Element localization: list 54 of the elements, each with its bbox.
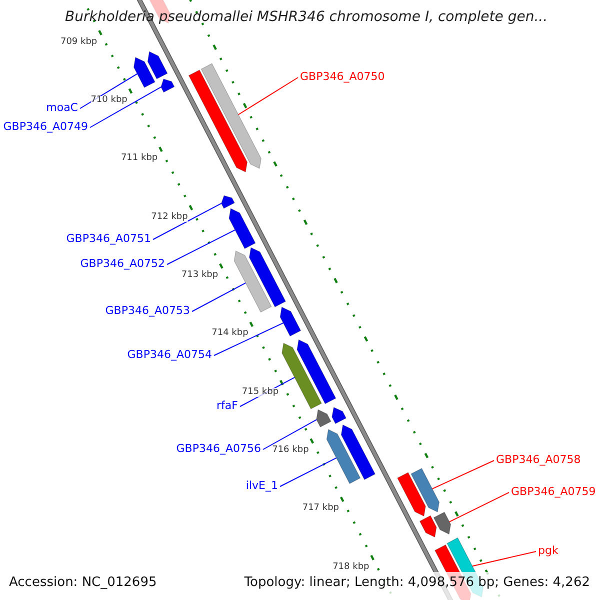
gene-label: GBP346_A0751 — [66, 233, 151, 244]
gene-block — [188, 70, 248, 172]
tick-label: 710 kbp — [90, 96, 128, 106]
gene-label: GBP346_A0753 — [105, 305, 190, 316]
gene-block — [316, 409, 332, 428]
leader-line — [90, 86, 162, 128]
tick-label: 714 kbp — [212, 329, 248, 338]
gene-label: GBP346_A0754 — [127, 349, 212, 360]
gene-block — [326, 429, 361, 484]
tick-label: 718 kbp — [332, 562, 370, 572]
gene-label: GBP346_A0752 — [80, 258, 165, 269]
leader-line — [166, 229, 236, 265]
gene-block — [397, 472, 426, 517]
leader-line — [448, 492, 510, 522]
gene-block — [248, 247, 286, 308]
gene-label: ilvE_1 — [246, 480, 278, 491]
gene-label: GBP346_A0749 — [3, 121, 88, 132]
gene-block — [200, 63, 262, 169]
gene-label: GBP346_A0756 — [176, 443, 261, 454]
gene-block — [280, 306, 302, 336]
tick-label: 713 kbp — [181, 271, 218, 280]
gene-block — [133, 56, 156, 88]
leader-line — [280, 457, 337, 487]
leader-line — [262, 419, 317, 450]
gene-label: GBP346_A0750 — [300, 71, 385, 82]
leader-line — [192, 282, 246, 312]
gene-block — [147, 51, 168, 80]
gene-block — [220, 195, 235, 209]
tick-label: 709 kbp — [60, 38, 98, 47]
gene-block — [234, 250, 272, 312]
leader-line — [152, 202, 222, 240]
gene-block — [410, 468, 440, 512]
gene-label: GBP346_A0758 — [496, 454, 581, 465]
leader-line — [432, 460, 494, 490]
gene-label: rfaF — [216, 400, 238, 411]
tick-label: 717 kbp — [302, 504, 340, 514]
gene-block — [296, 339, 336, 404]
gene-label: GBP346_A0759 — [511, 486, 596, 497]
map-info: Accession: NC_012695 — [9, 576, 157, 589]
tick-label: 716 kbp — [272, 446, 309, 456]
tick-label: 711 kbp — [120, 154, 158, 164]
gene-block — [228, 208, 256, 249]
tick-label: 715 kbp — [242, 388, 279, 397]
gene-label: pgk — [538, 545, 558, 556]
leader-line — [214, 322, 284, 356]
map-info: Topology: linear; Length: 4,098,576 bp; Genes: 4,262 — [244, 576, 590, 589]
gene-block — [282, 342, 322, 410]
gene-label: moaC — [46, 102, 78, 113]
gene-block — [419, 515, 437, 538]
gene-block — [340, 424, 376, 480]
tick-label: 712 kbp — [151, 212, 188, 222]
gene-block — [433, 512, 451, 535]
gene-block — [332, 406, 346, 424]
gene-block — [160, 78, 175, 93]
